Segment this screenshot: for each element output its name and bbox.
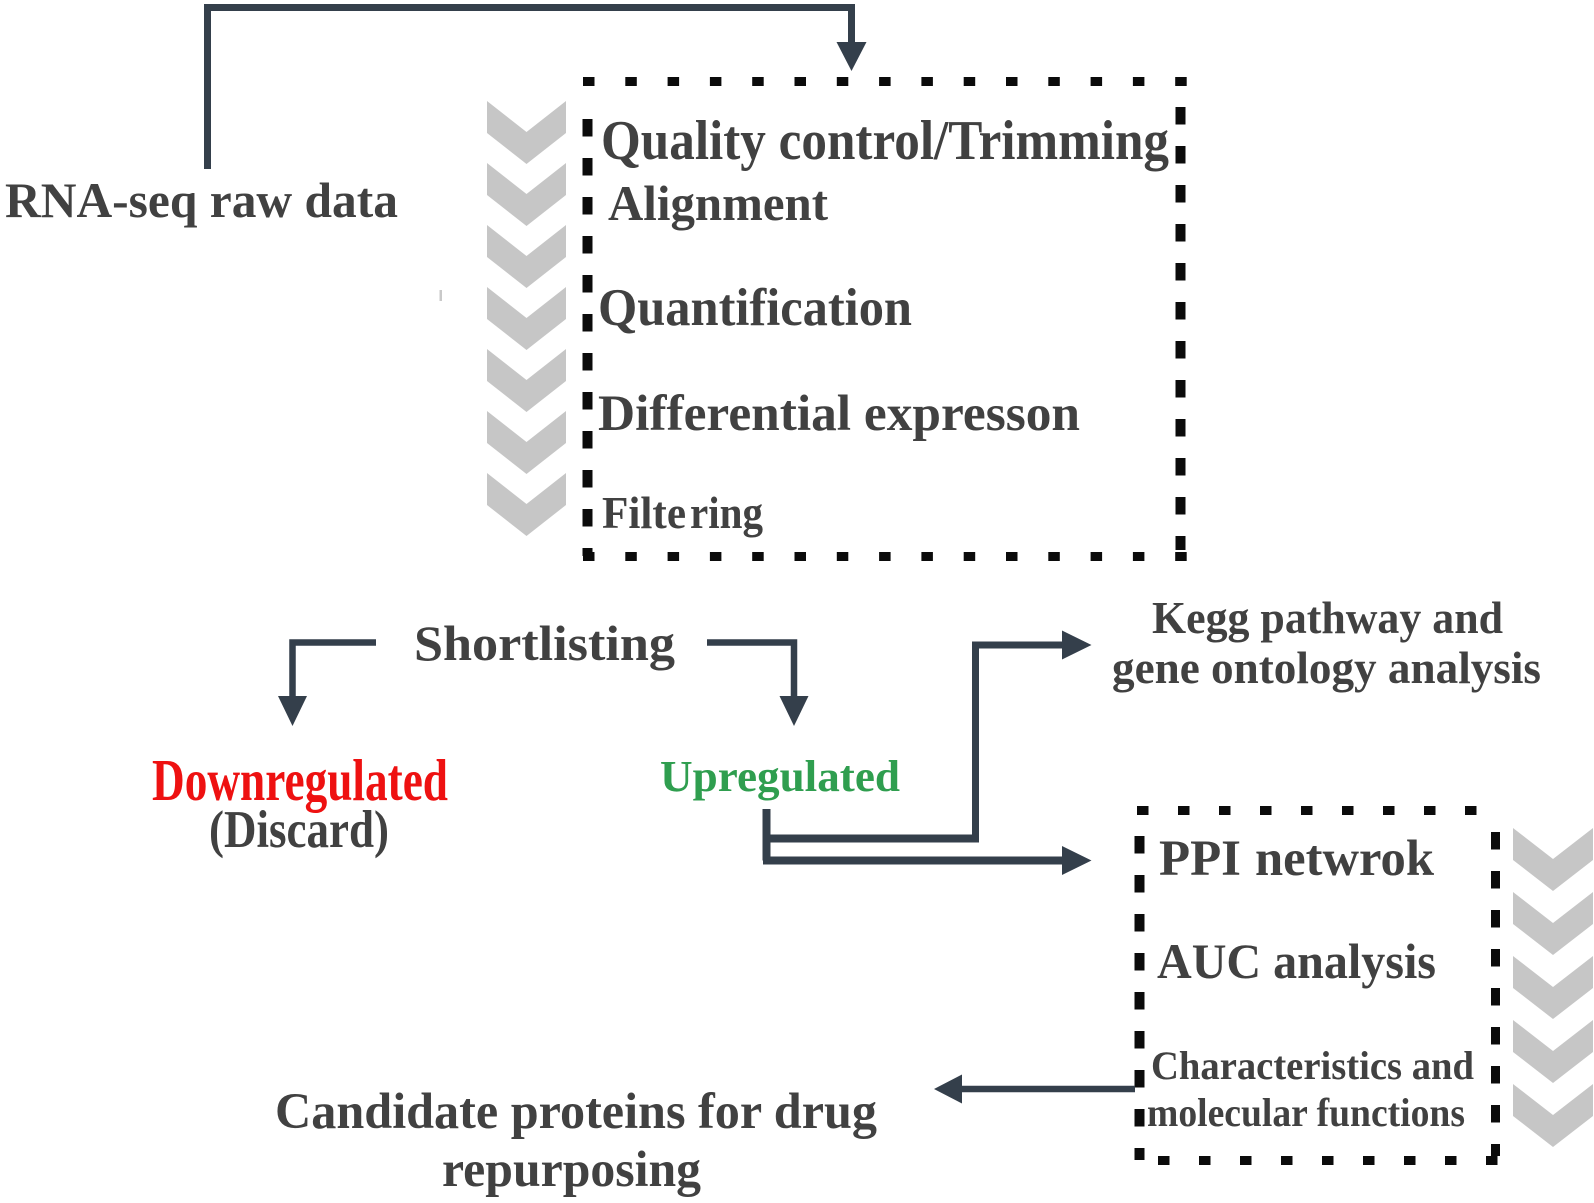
svg-text:Downregulated: Downregulated <box>152 747 448 813</box>
svg-text:Filte: Filte <box>602 488 686 538</box>
svg-text:molecular functions: molecular functions <box>1147 1090 1465 1135</box>
svg-text:AUC analysis: AUC analysis <box>1157 933 1436 989</box>
svg-text:Candidate proteins for drug: Candidate proteins for drug <box>275 1084 877 1140</box>
svg-text:RNA-seq raw data: RNA-seq raw data <box>5 172 398 228</box>
svg-text:Kegg pathway and: Kegg pathway and <box>1152 592 1503 643</box>
svg-text:ring: ring <box>690 488 763 538</box>
svg-text:PPI: PPI <box>1159 831 1241 887</box>
svg-text:netwrok: netwrok <box>1255 831 1435 887</box>
svg-text:Alignment: Alignment <box>608 175 828 231</box>
svg-text:Differential expresson: Differential expresson <box>598 386 1080 442</box>
svg-text:Quality control/Trimming: Quality control/Trimming <box>601 110 1169 172</box>
svg-text:gene ontology analysis: gene ontology analysis <box>1112 642 1541 693</box>
svg-text:Quantification: Quantification <box>598 279 912 337</box>
svg-text:Shortlisting: Shortlisting <box>414 615 675 671</box>
svg-text:Upregulated: Upregulated <box>660 752 900 801</box>
svg-text:(Discard): (Discard) <box>209 801 389 859</box>
svg-text:repurposing: repurposing <box>442 1142 701 1198</box>
svg-text:Characteristics and: Characteristics and <box>1151 1043 1474 1088</box>
